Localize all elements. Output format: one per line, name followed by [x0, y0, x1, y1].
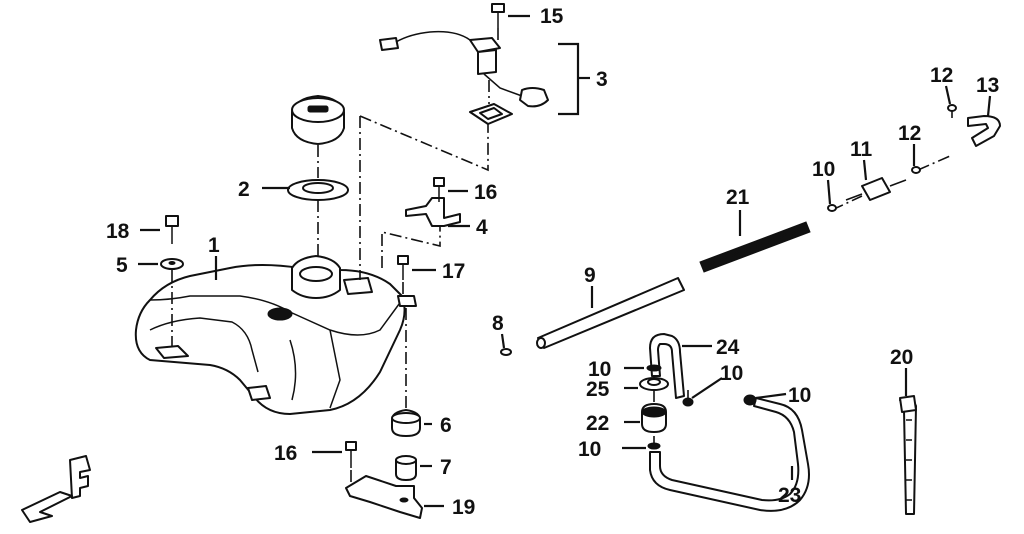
- cap-gasket: [287, 179, 349, 201]
- label-part-10-d: 10: [578, 438, 601, 461]
- label-part-1: 1: [208, 234, 220, 257]
- bolt-15: [491, 3, 505, 28]
- fuel-tank: [134, 255, 417, 415]
- fuel-hose-13: [967, 115, 1001, 147]
- clamp-10-upper: [827, 204, 837, 212]
- rubber-cushion: [391, 409, 421, 437]
- fuel-hose-23: [649, 397, 810, 512]
- spring-guard: [699, 221, 811, 273]
- label-part-22: 22: [586, 412, 609, 435]
- collar: [395, 455, 417, 481]
- label-part-7: 7: [440, 456, 452, 479]
- label-part-10-c: 10: [788, 384, 811, 407]
- label-part-17: 17: [442, 260, 465, 283]
- label-part-19: 19: [452, 496, 475, 519]
- label-part-13: 13: [976, 74, 999, 97]
- label-part-15: 15: [540, 5, 564, 28]
- label-part-2: 2: [238, 178, 250, 201]
- label-part-12-right: 12: [898, 122, 921, 145]
- mounting-plate: [345, 475, 423, 519]
- svg-text:F: F: [0, 0, 13, 5]
- washer-10-top: [646, 364, 662, 372]
- label-part-9: 9: [584, 264, 596, 287]
- label-part-24: 24: [716, 336, 740, 359]
- tank-bracket: [405, 197, 461, 227]
- fuel-sender-unit: [379, 30, 549, 125]
- label-part-11: 11: [850, 138, 873, 161]
- label-part-3: 3: [596, 68, 608, 91]
- label-part-6: 6: [440, 414, 452, 437]
- label-part-4: 4: [476, 216, 488, 239]
- tube-clip: [500, 348, 512, 356]
- label-part-10-upper: 10: [812, 158, 835, 181]
- label-part-5: 5: [116, 254, 128, 277]
- overflow-tube: [536, 277, 685, 349]
- hose-clamp-25: [639, 377, 669, 391]
- label-part-12-top: 12: [930, 64, 953, 87]
- washer-10-bottom: [647, 442, 661, 450]
- label-part-20: 20: [890, 346, 913, 369]
- assembly-lines: [171, 28, 953, 484]
- clamp-12-top: [947, 104, 957, 112]
- fuel-cap: [291, 95, 345, 145]
- washer-5: [160, 258, 184, 270]
- label-part-21: 21: [726, 186, 750, 209]
- bolt-16-upper: [433, 177, 445, 202]
- part-labels: 15 3 2 16 4 18 1 5 17 6 7 16 19 8 9 21 1…: [106, 5, 999, 519]
- label-part-8: 8: [492, 312, 504, 335]
- front-direction-marker: F: [0, 0, 91, 523]
- label-part-10-b: 10: [720, 362, 743, 385]
- hose-clamp-10-right: [743, 394, 757, 406]
- label-part-25: 25: [586, 378, 610, 401]
- cable-tie: [899, 395, 917, 515]
- bolt-17: [397, 255, 409, 280]
- bolt-18: [165, 215, 179, 244]
- leader-lines: [138, 14, 992, 508]
- label-part-18: 18: [106, 220, 130, 243]
- label-part-23: 23: [778, 484, 801, 507]
- label-part-10-a: 10: [588, 358, 611, 381]
- label-part-16-lower: 16: [274, 442, 297, 465]
- fuel-filter: [845, 177, 907, 201]
- breather-clip-10: [682, 397, 694, 407]
- valve-22: [641, 403, 667, 433]
- bolt-16-lower: [345, 441, 357, 468]
- breather-hose: [649, 333, 685, 399]
- label-part-16-upper: 16: [474, 181, 497, 204]
- clamp-12-right: [911, 166, 921, 174]
